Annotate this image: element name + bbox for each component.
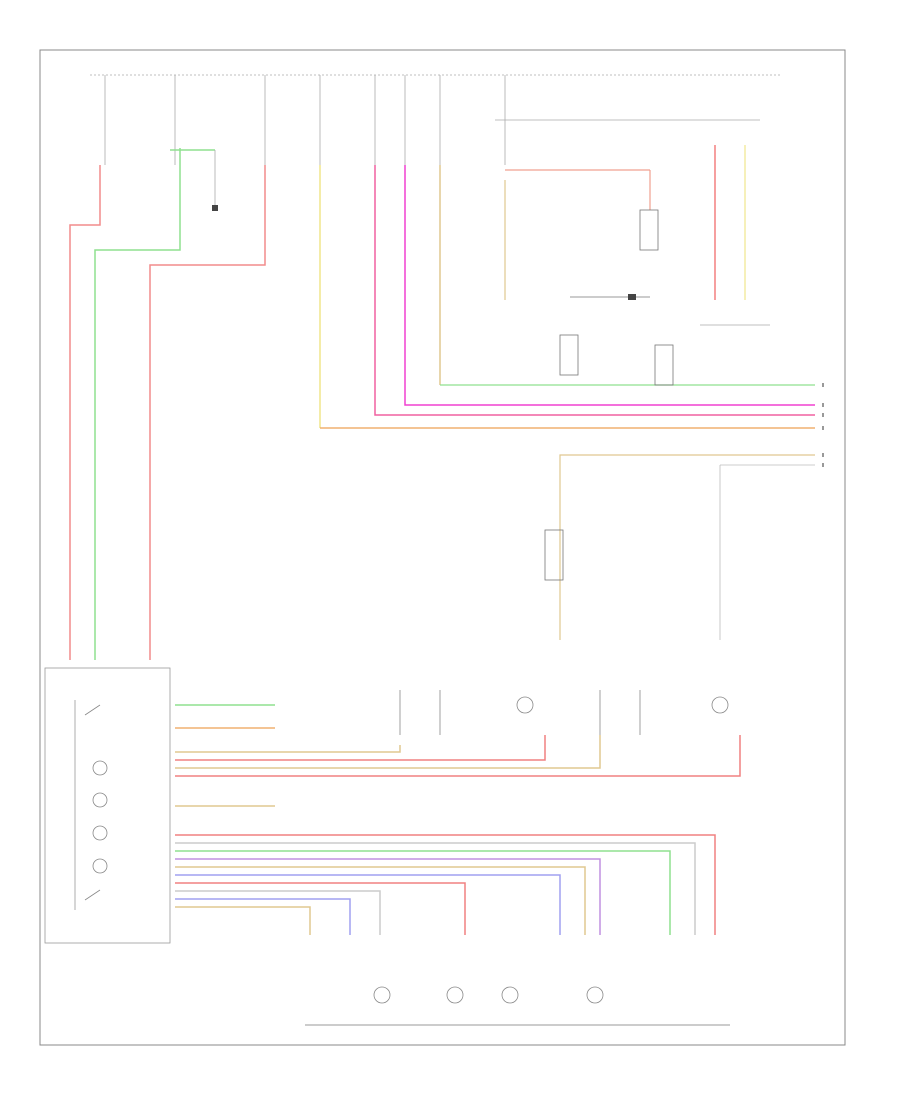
switch-module-box [44,667,171,944]
mid-lamps [516,696,729,714]
red-bus-upper [374,165,815,416]
tan-lower-10 [175,906,311,935]
red-wire-center [149,165,266,660]
red-wire-left [69,165,101,660]
lower-lamps [373,986,604,1004]
blue-lower-6 [175,874,561,935]
mid-lamp-module [544,529,564,581]
red-lower-1 [175,834,716,935]
upper-right-lamp-module [639,209,659,251]
pink-bus-upper [404,165,815,406]
diagram-border [39,49,846,1046]
red-lower-7 [175,882,466,935]
grey-lower-2 [175,842,696,935]
grey-lower-8 [175,890,381,935]
tan-output-b [175,735,601,769]
fuse-drops [104,75,506,165]
center-lamp-module-a [559,334,579,376]
red-output-b [175,735,741,777]
tan-wire-mid [559,454,815,640]
tan-lower-5 [175,866,586,935]
right-edge-connectors [822,383,824,467]
switch-module-lamps [92,760,108,874]
ground-module-block [212,205,218,211]
mid-switches [399,690,641,735]
red-output-a [175,735,546,761]
tan-output-a [175,745,401,753]
purple-lower-4 [175,858,601,935]
mid-connector-block [628,294,636,300]
center-lamp-module-b [654,344,674,386]
green-wire-left [94,148,181,660]
switch-module-contacts [84,704,101,901]
blue-lower-9 [175,898,351,935]
green-lower-3 [175,850,671,935]
